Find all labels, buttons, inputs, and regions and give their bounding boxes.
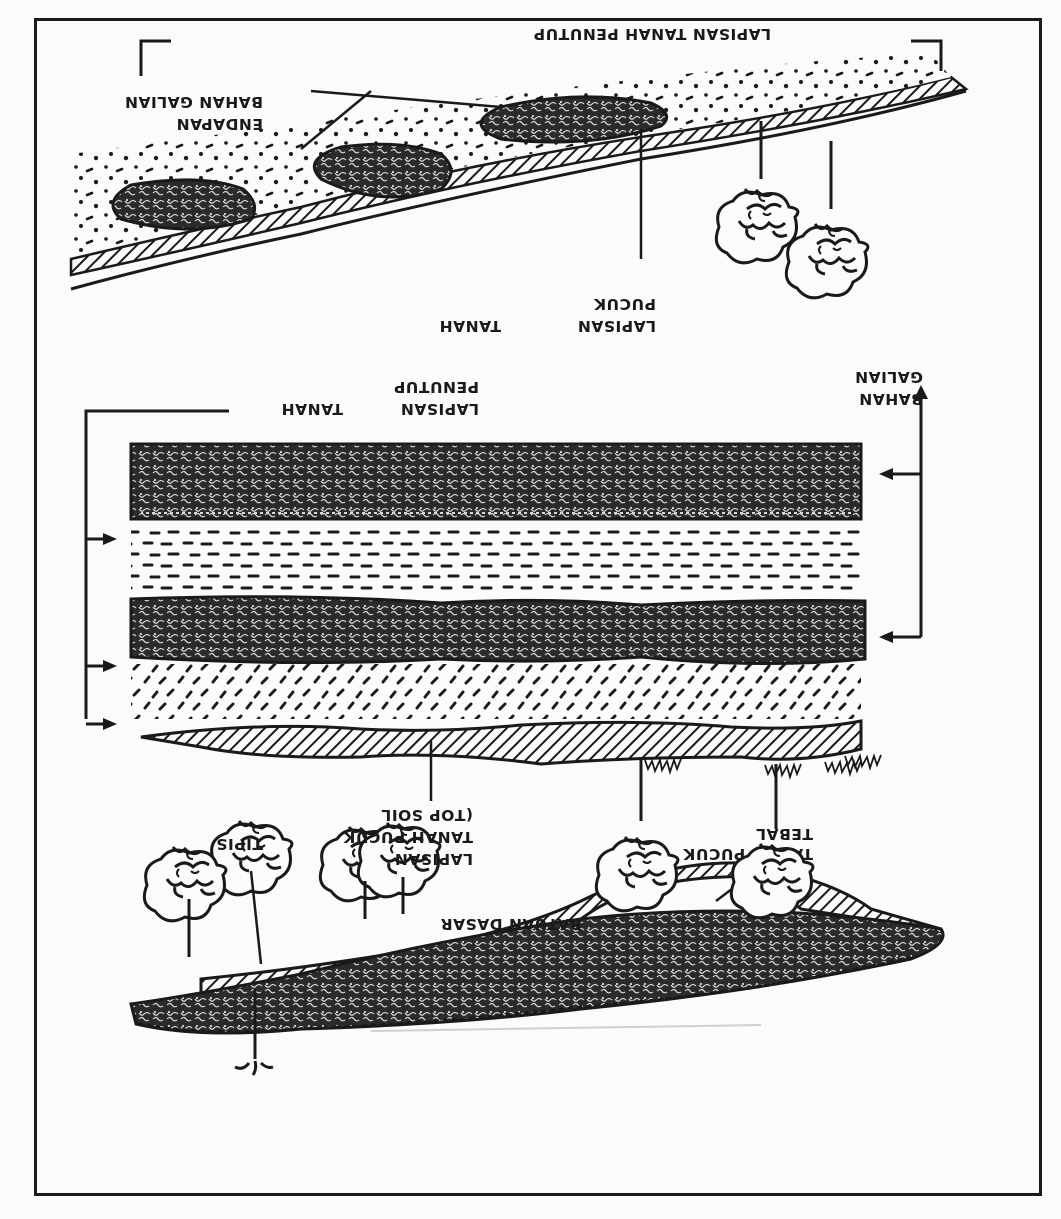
topsoil-layer bbox=[141, 721, 861, 764]
label-topsoil-c-line1: LAPISAN bbox=[577, 317, 656, 335]
bush-icon bbox=[144, 847, 226, 921]
label-topsoil-line2: TANAH PUCUK bbox=[342, 828, 473, 846]
panel-a: TANAH PUCUK TEBAL TIPIS BATUAN DASAR bbox=[131, 821, 943, 1075]
label-bedrock: BATUAN DASAR bbox=[440, 915, 582, 933]
label-topsoil-c-word2: TANAH bbox=[439, 317, 501, 335]
label-overburden-word2: TANAH bbox=[281, 400, 343, 418]
overburden-layer bbox=[131, 524, 861, 594]
mineral-layer bbox=[131, 597, 865, 664]
label-overburden-line2: PENUTUP bbox=[393, 378, 479, 396]
bush-icon bbox=[786, 224, 868, 298]
mineral-layer bbox=[131, 444, 861, 519]
label-overburden-c: LAPISAN TANAH PENUTUP bbox=[533, 25, 771, 43]
label-topsoil-line1: LAPISAN bbox=[394, 850, 473, 868]
panel-c: LAPISAN PUCUK TANAH ENDAPAN BAHAN GALIAN… bbox=[71, 25, 966, 335]
overburden-layer bbox=[131, 664, 861, 719]
label-mineral-line1: BAHAN bbox=[859, 390, 923, 408]
label-deposit-line2: BAHAN GALIAN bbox=[125, 93, 263, 111]
label-topsoil-c-line2: PUCUK bbox=[593, 295, 656, 313]
label-thin: TIPIS bbox=[216, 835, 263, 853]
label-mineral-line2: GALIAN bbox=[855, 368, 923, 386]
deposit-lens bbox=[113, 180, 255, 229]
bush-icon bbox=[716, 189, 798, 263]
label-thick-topsoil-line2: TEBAL bbox=[756, 825, 813, 843]
label-deposit-line1: ENDAPAN bbox=[176, 115, 263, 133]
label-overburden-line1: LAPISAN bbox=[400, 400, 479, 418]
bush-icon bbox=[596, 837, 678, 911]
label-topsoil-line3: (TOP SOIL bbox=[381, 806, 473, 824]
